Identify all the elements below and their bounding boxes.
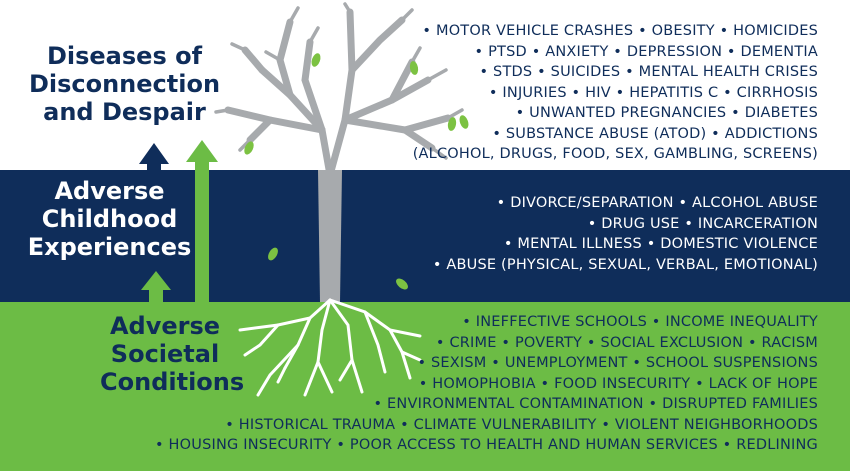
tree-leaves	[244, 53, 469, 290]
list-item: • MENTAL ILLNESS • DOMESTIC VIOLENCE	[503, 236, 818, 252]
list-item: (ALCOHOL, DRUGS, FOOD, SEX, GAMBLING, SC…	[412, 146, 818, 162]
up-arrow-navy	[139, 143, 169, 170]
tree-branches	[224, 8, 452, 179]
list-item: • DIVORCE/SEPARATION • ALCOHOL ABUSE	[496, 195, 818, 211]
ace-list: • DIVORCE/SEPARATION • ALCOHOL ABUSE • D…	[433, 193, 818, 275]
list-item: • HOMOPHOBIA • FOOD INSECURITY • LACK OF…	[418, 375, 818, 392]
list-item: • INJURIES • HIV • HEPATITIS C • CIRRHOS…	[488, 84, 818, 101]
list-item: • DRUG USE • INCARCERATION	[587, 215, 818, 232]
list-item: • ABUSE (PHYSICAL, SEXUAL, VERBAL, EMOTI…	[432, 256, 818, 273]
up-arrow-green-tall	[186, 140, 218, 302]
list-item: • SUBSTANCE ABUSE (ATOD) • ADDICTIONS	[492, 125, 818, 142]
list-item: • STDS • SUICIDES • MENTAL HEALTH CRISES	[479, 64, 818, 80]
heading-diseases: Diseases of Disconnection and Despair	[28, 42, 221, 127]
list-item: • ENVIRONMENTAL CONTAMINATION • DISRUPTE…	[373, 396, 818, 412]
heading-societal: Adverse Societal Conditions	[100, 312, 245, 397]
societal-list: • INEFFECTIVE SCHOOLS • INCOME INEQUALIT…	[155, 312, 818, 456]
list-item: • HOUSING INSECURITY • POOR ACCESS TO HE…	[155, 437, 818, 453]
up-arrow-green-short	[141, 271, 171, 302]
tree-twigs	[214, 2, 464, 160]
list-item: • HISTORICAL TRAUMA • CLIMATE VULNERABIL…	[225, 416, 818, 433]
band-ace	[0, 170, 850, 302]
band-societal	[0, 302, 850, 471]
list-item: • UNWANTED PREGNANCIES • DIABETES	[515, 105, 818, 121]
list-item: • MOTOR VEHICLE CRASHES • OBESITY • HOMI…	[422, 23, 818, 39]
diseases-list: • MOTOR VEHICLE CRASHES • OBESITY • HOMI…	[413, 21, 818, 165]
list-item: • INEFFECTIVE SCHOOLS • INCOME INEQUALIT…	[462, 314, 818, 330]
list-item: • SEXISM • UNEMPLOYMENT • SCHOOL SUSPENS…	[417, 355, 818, 371]
tree-trunk	[318, 170, 342, 302]
heading-ace: Adverse Childhood Experiences	[27, 177, 192, 262]
list-item: • PTSD • ANXIETY • DEPRESSION • DEMENTIA	[474, 43, 818, 60]
list-item: • CRIME • POVERTY • SOCIAL EXCLUSION • R…	[435, 334, 818, 351]
tree-roots	[238, 298, 422, 397]
